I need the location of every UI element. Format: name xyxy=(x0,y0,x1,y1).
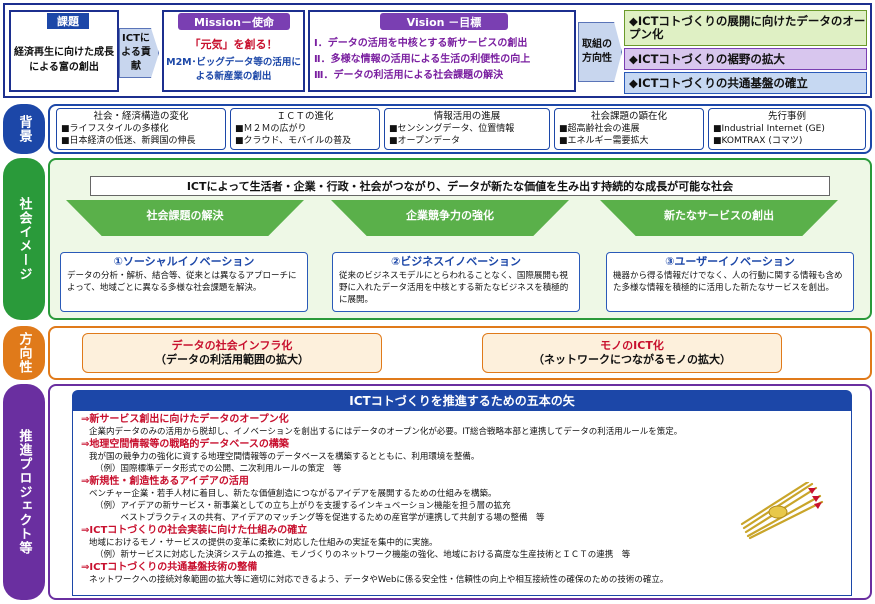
innovation-text: 従来のビジネスモデルにとらわれることなく、国際展開も視野に入れたデータ活用を中核… xyxy=(339,271,569,305)
haikei-box-title: 社会課題の顕在化 xyxy=(590,111,667,122)
haikei-box-line: ■Ｍ２Ｍの広がり xyxy=(235,124,307,134)
down-arrow-service: 新たなサービスの創出 xyxy=(600,200,838,236)
arrow-item-line: 企業内データのみの活用から脱却し、イノベーションを創出するにはデータのオープン化… xyxy=(89,427,683,437)
vision-label: Vision －目標 xyxy=(380,13,508,30)
innovation-box-social: ①ソーシャルイノベーション データの分析・解析、結合等、従来とは異なるアプローチ… xyxy=(60,252,308,312)
kadai-label: 課題 xyxy=(47,13,89,29)
arrow-item-example: ベストプラクティスの共有、アイデアのマッチング等を促進するための産官学が連携して… xyxy=(95,513,545,523)
five-arrows-header: ICTコトづくりを推進するための五本の矢 xyxy=(72,390,852,410)
haikei-box: 情報活用の進展 ■センシングデータ、位置情報 ■オープンデータ xyxy=(384,108,550,150)
direction-box-data-infra: データの社会インフラ化 （データの利活用範囲の拡大） xyxy=(82,333,382,373)
direction-box-sub: （データの利活用範囲の拡大） xyxy=(155,353,309,366)
vision-list: Ⅰ．データの活用を中核とする新サービスの創出 Ⅱ．多様な情報の活用による生活の利… xyxy=(314,36,576,88)
haikei-box: ＩＣＴの進化 ■Ｍ２Ｍの広がり ■クラウド、モバイルの普及 xyxy=(230,108,380,150)
direction-box-sub: （ネットワークにつながるモノの拡大） xyxy=(533,353,731,366)
haikei-box-title: ＩＣＴの進化 xyxy=(276,111,334,122)
arrow-item-example: （例）新サービスに対応した決済システムの推進、モノづくりのネットワーク機能の強化… xyxy=(95,550,631,560)
haikei-box-line: ■超高齢社会の進展 xyxy=(559,124,640,134)
direction-box-things-ict: モノのICT化 （ネットワークにつながるモノの拡大） xyxy=(482,333,782,373)
vision-item: Ⅲ．データの利活用による社会課題の解決 xyxy=(314,70,504,81)
arrow-item: ⇒ICTコトづくりの社会実装に向けた仕組みの確立 地域におけるモノ・サービスの提… xyxy=(81,524,843,561)
side-label-hoko: 方向性 xyxy=(3,326,45,380)
haikei-box: 先行事例 ■Industrial Internet (GE) ■KOMTRAX … xyxy=(708,108,866,150)
arrow-item-title: ⇒新サービス創出に向けたデータのオープン化 xyxy=(81,414,289,425)
innovation-text: データの分析・解析、結合等、従来とは異なるアプローチによって、地域ごとに異なる多… xyxy=(67,271,297,293)
vision-item: Ⅱ．多様な情報の活用による生活の利便性の向上 xyxy=(314,54,531,65)
down-arrow-business: 企業競争力の強化 xyxy=(331,200,569,236)
innovation-text: 機器から得る情報だけでなく、人の行動に関する情報も含めた多様な情報を積極的に活用… xyxy=(613,271,843,293)
innovation-title: ①ソーシャルイノベーション xyxy=(113,255,255,268)
innovation-box-user: ③ユーザーイノベーション 機器から得る情報だけでなく、人の行動に関する情報も含め… xyxy=(606,252,854,312)
haikei-box-line: ■センシングデータ、位置情報 xyxy=(389,124,515,134)
vision-box xyxy=(308,10,576,92)
five-arrows-icon xyxy=(740,482,824,540)
innovation-box-business: ②ビジネスイノベーション 従来のビジネスモデルにとらわれることなく、国際展開も視… xyxy=(332,252,580,312)
arrow-item: ⇒ICTコトづくりの共通基盤技術の整備 ネットワークへの接続対象範囲の拡大等に適… xyxy=(81,561,843,586)
kadai-text: 経済再生に向けた成長による富の創出 xyxy=(14,47,114,73)
haikei-box-title: 先行事例 xyxy=(767,111,806,122)
side-label-shakai: 社会イメージ xyxy=(3,158,45,320)
shakai-main-statement: ICTによって生活者・企業・行政・社会がつながり、データが新たな価値を生み出す持… xyxy=(90,176,830,196)
arrow-item-line: 地域におけるモノ・サービスの提供の変革に柔軟に対応した仕組みの実証を集中的に実施… xyxy=(89,538,438,548)
arrow-item-example: （例）アイデアの新サービス・新事業としての立ち上がりを支援するインキュベーション… xyxy=(95,501,511,511)
arrow-item-line: 我が国の競争力の強化に資する地理空間情報等のデータベースを構築するとともに、利用… xyxy=(89,452,480,462)
haikei-box: 社会課題の顕在化 ■超高齢社会の進展 ■エネルギー需要拡大 xyxy=(554,108,704,150)
arrow-item-example: （例）国際標準データ形式での公開、二次利用ルールの策定 等 xyxy=(95,464,342,474)
arrow-item-line: ネットワークへの接続対象範囲の拡大等に適切に対応できるよう、データやWebに係る… xyxy=(89,575,669,585)
mission-label: Mission－使命 xyxy=(178,13,290,30)
haikei-box-line: ■日本経済の低迷、新興国の伸長 xyxy=(61,136,196,146)
direction-box-title: モノのICT化 xyxy=(600,339,664,352)
side-label-haikei: 背景 xyxy=(3,104,45,154)
direction-arrow: 取組の方向性 xyxy=(578,22,622,82)
arrow-item: ⇒新規性・創造性あるアイデアの活用 ベンチャー企業・若手人材に着目し、新たな価値… xyxy=(81,475,843,524)
haikei-box-line: ■エネルギー需要拡大 xyxy=(559,136,649,146)
down-arrow-social: 社会課題の解決 xyxy=(66,200,304,236)
haikei-box-line: ■ライフスタイルの多様化 xyxy=(61,124,169,134)
side-label-suishin: 推進プロジェクト等 xyxy=(3,384,45,600)
direction-box-title: データの社会インフラ化 xyxy=(171,339,293,352)
direction-item-common-base: ◆ICTコトづくりの共通基盤の確立 xyxy=(624,72,867,94)
arrow-item-title: ⇒地理空間情報等の戦略的データベースの構築 xyxy=(81,439,289,450)
mission-line-1: 「元気」を創る！ xyxy=(189,38,278,51)
mission-line-2: M2M･ビッグデータ等の活用による新産業の創出 xyxy=(166,57,301,82)
ict-contribution-arrow: ICTによる貢献 xyxy=(119,28,159,78)
haikei-box-line: ■Industrial Internet (GE) xyxy=(713,124,825,134)
innovation-title: ③ユーザーイノベーション xyxy=(665,255,795,268)
arrow-item: ⇒地理空間情報等の戦略的データベースの構築 我が国の競争力の強化に資する地理空間… xyxy=(81,438,843,475)
direction-item-expansion: ◆ICTコトづくりの裾野の拡大 xyxy=(624,48,867,70)
haikei-box-line: ■オープンデータ xyxy=(389,136,460,146)
arrow-item: ⇒新サービス創出に向けたデータのオープン化 企業内データのみの活用から脱却し、イ… xyxy=(81,413,843,438)
haikei-box: 社会・経済構造の変化 ■ライフスタイルの多様化 ■日本経済の低迷、新興国の伸長 xyxy=(56,108,226,150)
vision-item: Ⅰ．データの活用を中核とする新サービスの創出 xyxy=(314,38,528,49)
haikei-box-line: ■クラウド、モバイルの普及 xyxy=(235,136,352,146)
haikei-box-title: 社会・経済構造の変化 xyxy=(93,111,189,122)
haikei-box-title: 情報活用の進展 xyxy=(433,111,501,122)
arrow-item-title: ⇒ICTコトづくりの共通基盤技術の整備 xyxy=(81,562,258,573)
haikei-box-line: ■KOMTRAX (コマツ) xyxy=(713,136,803,146)
direction-item-open-data: ◆ICTコトづくりの展開に向けたデータのオープン化 xyxy=(624,10,867,46)
innovation-title: ②ビジネスイノベーション xyxy=(390,255,522,268)
five-arrows-body: ⇒新サービス創出に向けたデータのオープン化 企業内データのみの活用から脱却し、イ… xyxy=(72,410,852,596)
arrow-item-line: ベンチャー企業・若手人材に着目し、新たな価値創造につながるアイデアを展開するため… xyxy=(89,489,497,499)
arrow-item-title: ⇒新規性・創造性あるアイデアの活用 xyxy=(81,476,249,487)
arrow-item-title: ⇒ICTコトづくりの社会実装に向けた仕組みの確立 xyxy=(81,525,308,536)
mission-box xyxy=(162,10,305,92)
